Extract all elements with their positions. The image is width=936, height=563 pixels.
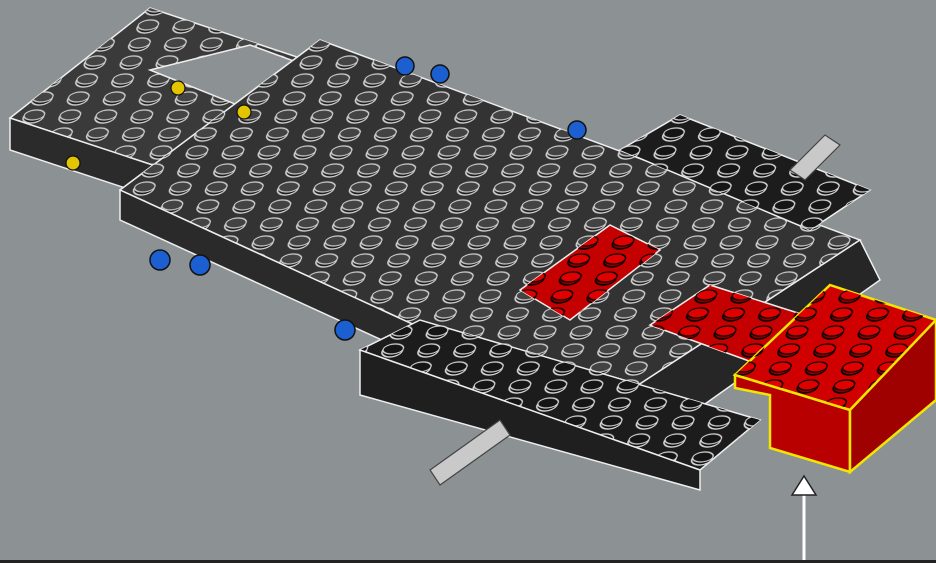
arrow-up-icon bbox=[792, 476, 816, 563]
